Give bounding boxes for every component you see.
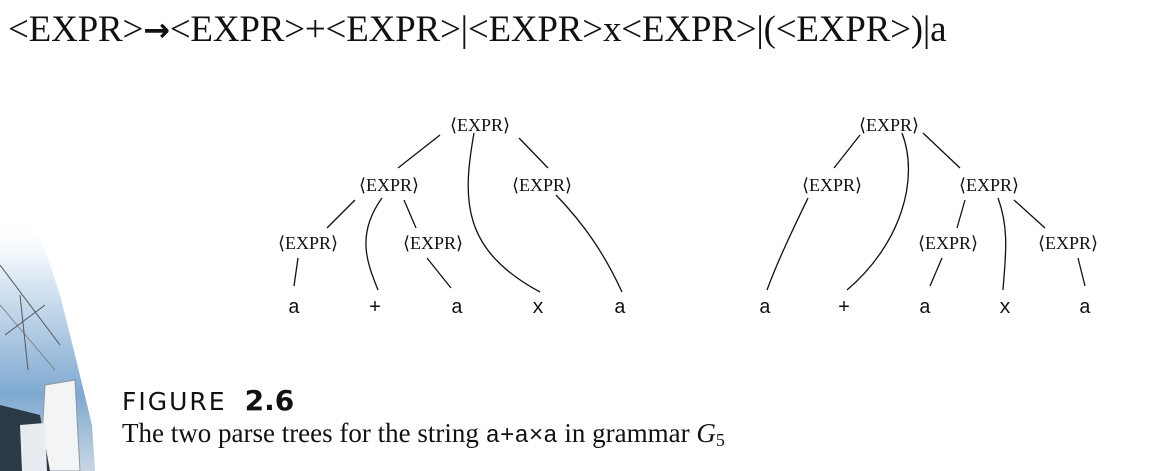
left-expr-node: ⟨EXPR⟩ (512, 175, 572, 195)
decorative-windmill-image (0, 215, 95, 471)
left-leaf: a (614, 297, 626, 320)
figure-caption: The two parse trees for the string a+a×a… (122, 418, 725, 451)
right-leaf: a (759, 297, 771, 320)
grammar-rule: <EXPR>→<EXPR>+<EXPR>|<EXPR>x<EXPR>|(<EXP… (8, 8, 947, 52)
caption-mid: in grammar (557, 418, 697, 448)
left-expr-node: ⟨EXPR⟩ (278, 233, 338, 253)
right-leaf: a (919, 297, 931, 320)
right-expr-node: ⟨EXPR⟩ (918, 233, 978, 253)
left-tree-leaves: a + a x a (288, 297, 626, 320)
caption-grammar: G (696, 418, 716, 448)
rule-lhs: <EXPR> (8, 9, 144, 50)
left-leaf: x (532, 297, 544, 320)
parse-trees-figure: ⟨EXPR⟩ ⟨EXPR⟩ ⟨EXPR⟩ ⟨EXPR⟩ ⟨EXPR⟩ a + a… (278, 115, 1098, 320)
caption-prefix: The two parse trees for the string (122, 418, 486, 448)
figure-label: FIGURE 2.6 (122, 384, 294, 417)
right-root-node: ⟨EXPR⟩ (859, 115, 919, 135)
caption-string: a+a×a (485, 423, 558, 450)
right-leaf: x (999, 297, 1011, 320)
right-expr-node: ⟨EXPR⟩ (1038, 233, 1098, 253)
rule-arrow: → (143, 11, 170, 49)
right-leaf: + (838, 297, 850, 320)
right-tree-edges (766, 132, 1086, 291)
left-expr-node: ⟨EXPR⟩ (359, 175, 419, 195)
right-expr-node: ⟨EXPR⟩ (802, 175, 862, 195)
right-leaf: a (1079, 297, 1091, 320)
left-tree-edges (293, 132, 623, 293)
left-tree-nodes: ⟨EXPR⟩ ⟨EXPR⟩ ⟨EXPR⟩ ⟨EXPR⟩ ⟨EXPR⟩ (278, 115, 572, 253)
figure-number: 2.6 (244, 384, 295, 417)
left-leaf: a (288, 297, 300, 320)
left-leaf: a (451, 297, 463, 320)
caption-grammar-subscript: 5 (715, 430, 725, 450)
right-expr-node: ⟨EXPR⟩ (959, 175, 1019, 195)
rule-rhs: <EXPR>+<EXPR>|<EXPR>x<EXPR>|(<EXPR>)|a (169, 9, 947, 50)
left-leaf: + (369, 297, 381, 320)
right-tree-leaves: a + a x a (759, 297, 1091, 320)
figure-word: FIGURE (122, 387, 227, 416)
left-expr-node: ⟨EXPR⟩ (403, 233, 463, 253)
left-root-node: ⟨EXPR⟩ (450, 115, 510, 135)
right-tree-nodes: ⟨EXPR⟩ ⟨EXPR⟩ ⟨EXPR⟩ ⟨EXPR⟩ ⟨EXPR⟩ (802, 115, 1098, 253)
